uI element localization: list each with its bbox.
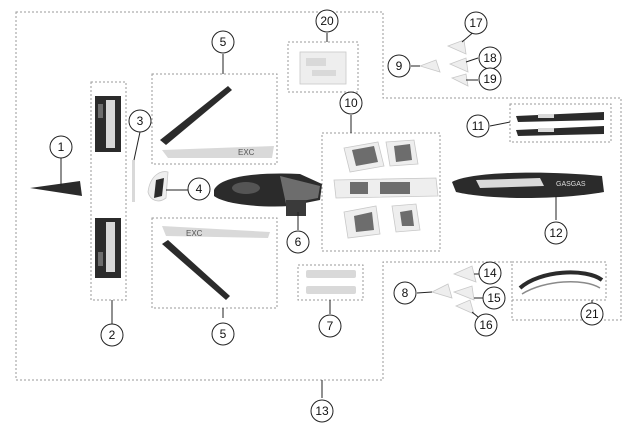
box-part-5-lower	[151, 217, 278, 309]
callout-12: 12	[544, 221, 568, 245]
callout-circle	[286, 230, 310, 254]
callout-18: 18	[478, 46, 502, 70]
group-outline-13	[15, 11, 622, 381]
part-6-seat-cover	[214, 173, 322, 216]
callout-label: 3	[137, 114, 144, 128]
callout-circle	[544, 221, 568, 245]
callout-label: 10	[344, 96, 358, 110]
part-12-text: GASGAS	[556, 181, 586, 188]
callout-14: 14	[478, 261, 502, 285]
callout-label: 15	[487, 291, 501, 305]
callout-circle	[466, 114, 490, 138]
callout-21: 21	[580, 302, 604, 326]
callout-circle	[310, 399, 334, 423]
callout-8: 8	[393, 281, 417, 305]
part-12-rear-fender: GASGAS	[452, 172, 604, 198]
part-5-upper-text: EXC	[238, 148, 255, 157]
callout-13: 13	[310, 399, 334, 423]
callout-circle	[187, 177, 211, 201]
callout-4: 4	[187, 177, 211, 201]
callout-circle	[49, 135, 73, 159]
callout-circle	[464, 11, 488, 35]
callout-circle	[478, 261, 502, 285]
callout-5: 5	[211, 322, 235, 346]
part-5-lower-text: EXC	[186, 229, 203, 238]
callout-label: 20	[320, 14, 334, 28]
part-4-decal	[147, 171, 169, 202]
callout-15: 15	[482, 286, 506, 310]
callout-10: 10	[339, 91, 363, 115]
callout-label: 11	[472, 119, 485, 133]
callout-circle	[387, 54, 411, 78]
callout-11: 11	[466, 114, 490, 138]
callout-label: 18	[483, 51, 497, 65]
callout-circle	[318, 314, 342, 338]
callout-label: 2	[109, 328, 116, 342]
callout-circle	[474, 313, 498, 337]
callout-circle	[393, 281, 417, 305]
callout-label: 19	[483, 72, 497, 86]
callout-9: 9	[387, 54, 411, 78]
part-10-decal-set	[333, 139, 439, 239]
callout-3: 3	[128, 109, 152, 133]
callout-label: 8	[402, 286, 409, 300]
box-part-10	[321, 132, 441, 252]
part-21-rim-stripe	[518, 270, 604, 295]
part-17-18-19-decals	[418, 39, 469, 87]
callout-label: 14	[483, 266, 497, 280]
callout-label: 21	[585, 307, 599, 321]
callout-1: 1	[49, 135, 73, 159]
part-20-decal-pack	[299, 51, 347, 85]
callout-20: 20	[315, 9, 339, 33]
part-2-decals	[95, 96, 121, 278]
callout-label: 7	[327, 319, 334, 333]
box-part-2	[90, 81, 127, 301]
callout-label: 16	[479, 318, 493, 332]
box-part-5-upper	[151, 73, 278, 165]
callout-circle	[482, 286, 506, 310]
part-5-lower-stripe: EXC	[162, 226, 270, 300]
part-11-stripes	[516, 112, 604, 136]
callout-label: 17	[469, 16, 483, 30]
box-part-11	[509, 103, 612, 143]
callout-circle	[315, 9, 339, 33]
part-14-15-16-decals	[430, 265, 477, 315]
callout-label: 4	[196, 182, 203, 196]
callout-circle	[100, 323, 124, 347]
box-part-21	[511, 261, 607, 301]
callout-circle	[580, 302, 604, 326]
callout-label: 9	[396, 59, 403, 73]
callout-16: 16	[474, 313, 498, 337]
callout-label: 5	[220, 327, 227, 341]
callout-label: 1	[58, 140, 65, 154]
callout-17: 17	[464, 11, 488, 35]
part-3-strip	[132, 160, 135, 202]
callout-circle	[211, 322, 235, 346]
callout-5: 5	[211, 30, 235, 54]
callout-label: 5	[220, 35, 227, 49]
part-5-upper-stripe: EXC	[160, 86, 274, 158]
callout-circle	[478, 67, 502, 91]
callout-circle	[339, 91, 363, 115]
callout-label: 12	[549, 226, 563, 240]
callout-2: 2	[100, 323, 124, 347]
callout-6: 6	[286, 230, 310, 254]
callout-circle	[211, 30, 235, 54]
callout-label: 6	[295, 235, 302, 249]
callout-7: 7	[318, 314, 342, 338]
callout-circle	[128, 109, 152, 133]
callout-19: 19	[478, 67, 502, 91]
part-1-sticker	[30, 181, 82, 196]
callout-label: 13	[315, 404, 329, 418]
leader-lines	[60, 29, 593, 398]
part-7-strips	[306, 270, 356, 294]
